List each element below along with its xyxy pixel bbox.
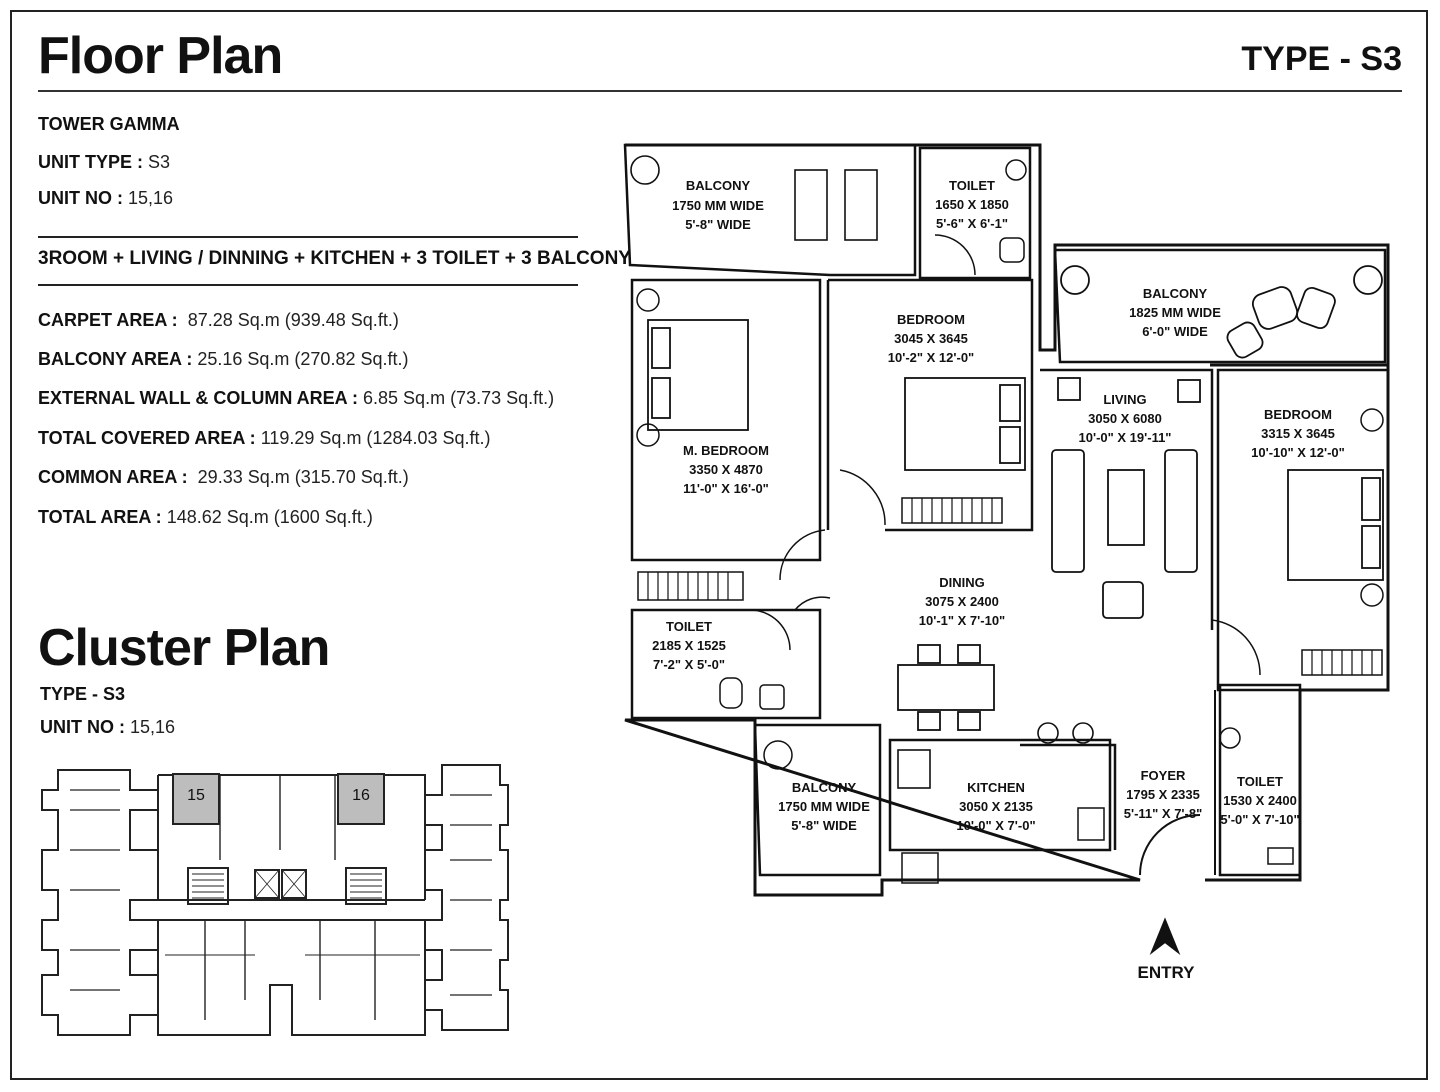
cluster-unit-16 xyxy=(337,773,385,825)
balcony-bottom-label: BALCONY xyxy=(792,780,857,795)
living-furniture xyxy=(1051,377,1201,619)
unit-type-heading: TYPE - S3 xyxy=(1241,40,1402,78)
header-divider xyxy=(38,90,1402,92)
entry-label: ENTRY xyxy=(1138,963,1196,982)
living-size: 3050 X 6080 xyxy=(1088,411,1162,426)
dining-label: DINING xyxy=(939,575,985,590)
bedroom-right-label: BEDROOM xyxy=(1264,407,1332,422)
cluster-unit-15 xyxy=(172,773,220,825)
unit-no-line: UNIT NO : 15,16 xyxy=(38,188,174,208)
balcony-bottom-size: 1750 MM WIDE xyxy=(778,799,870,814)
right-bed xyxy=(1287,469,1384,581)
balcony-right-size: 1825 MM WIDE xyxy=(1129,305,1221,320)
balcony-top-size: 1750 MM WIDE xyxy=(672,198,764,213)
toilet-top-size: 1650 X 1850 xyxy=(935,197,1009,212)
kitchen-label: KITCHEN xyxy=(967,780,1025,795)
master-bed xyxy=(647,319,749,431)
toilet-top-label: TOILET xyxy=(949,178,995,193)
dining-table xyxy=(897,644,995,731)
foyer-door xyxy=(1139,690,1216,876)
cluster-plan-drawing: 15 16 xyxy=(41,764,509,1036)
bedroom-center-label: BEDROOM xyxy=(897,312,965,327)
cluster-type: TYPE - S3 xyxy=(40,684,126,704)
foyer-size: 1795 X 2335 xyxy=(1126,787,1200,802)
cluster-unit-15-label: 15 xyxy=(187,787,205,804)
config-divider-top xyxy=(38,236,578,238)
floor-plan-drawing: BALCONY 1750 MM WIDE 5'-8" WIDE TOILET 1… xyxy=(623,143,1390,982)
foyer-size-ft: 5'-11" X 7'-8" xyxy=(1124,806,1203,821)
balcony-right-label: BALCONY xyxy=(1143,286,1208,301)
foyer-label: FOYER xyxy=(1141,768,1186,783)
living-wall xyxy=(1040,368,1214,630)
cluster-title: Cluster Plan xyxy=(38,619,330,677)
tower-name: TOWER GAMMA xyxy=(38,114,180,134)
bedroom-center-wall xyxy=(828,278,1034,532)
entry-arrow-icon xyxy=(1149,917,1181,956)
page-frame xyxy=(10,10,1428,1080)
bedroom-center-size: 3045 X 3645 xyxy=(894,331,968,346)
master-bedroom-label: M. BEDROOM xyxy=(683,443,769,458)
cluster-left-wing xyxy=(41,769,159,1036)
bedroom-center-size-ft: 10'-2" X 12'-0" xyxy=(888,350,974,365)
bedroom-right-wall xyxy=(1216,368,1390,692)
toilet-top-wall xyxy=(918,146,1032,280)
cluster-right-wing xyxy=(424,764,509,1031)
master-bedroom-size-ft: 11'-0" X 16'-0" xyxy=(683,481,769,496)
area-total-covered: TOTAL COVERED AREA : 119.29 Sq.m (1284.0… xyxy=(38,428,491,448)
balcony-bottom-size-ft: 5'-8" WIDE xyxy=(791,818,857,833)
unit-type-line: UNIT TYPE : S3 xyxy=(38,152,171,172)
balcony-top-wall xyxy=(623,143,917,277)
area-carpet: CARPET AREA : 87.28 Sq.m (939.48 Sq.ft.) xyxy=(38,310,399,330)
bedroom-right-size-ft: 10'-10" X 12'-0" xyxy=(1251,445,1345,460)
toilet-left-size-ft: 7'-2" X 5'-0" xyxy=(653,657,725,672)
master-bedroom-size: 3350 X 4870 xyxy=(689,462,763,477)
balcony-top-label: BALCONY xyxy=(686,178,751,193)
master-bedroom-wall xyxy=(630,278,822,562)
toilet-right-size-ft: 5'-0" X 7'-10" xyxy=(1220,812,1299,827)
toilet-right-wall xyxy=(1218,683,1302,877)
area-total: TOTAL AREA : 148.62 Sq.m (1600 Sq.ft.) xyxy=(38,507,373,527)
balcony-top-size-ft: 5'-8" WIDE xyxy=(685,217,751,232)
balcony-right-wall xyxy=(1053,248,1387,364)
balcony-bottom-wall xyxy=(753,723,882,877)
balcony-right-size-ft: 6'-0" WIDE xyxy=(1142,324,1208,339)
page-title: Floor Plan xyxy=(38,27,283,85)
kitchen-size-ft: 10'-0" X 7'-0" xyxy=(956,818,1035,833)
toilet-right-label: TOILET xyxy=(1237,774,1283,789)
center-bed xyxy=(904,377,1026,471)
kitchen-size: 3050 X 2135 xyxy=(959,799,1033,814)
area-balcony: BALCONY AREA : 25.16 Sq.m (270.82 Sq.ft.… xyxy=(38,349,409,369)
cluster-unit-16-label: 16 xyxy=(352,787,370,804)
area-common: COMMON AREA : 29.33 Sq.m (315.70 Sq.ft.) xyxy=(38,467,409,487)
kitchen-wall xyxy=(888,738,1112,852)
balcony-right-chairs xyxy=(1060,265,1383,359)
cluster-unit-no: UNIT NO : 15,16 xyxy=(40,717,176,737)
dining-size: 3075 X 2400 xyxy=(925,594,999,609)
toilet-right-size: 1530 X 2400 xyxy=(1223,793,1297,808)
unit-configuration: 3ROOM + LIVING / DINNING + KITCHEN + 3 T… xyxy=(38,248,631,269)
bedroom-right-size: 3315 X 3645 xyxy=(1261,426,1335,441)
dining-size-ft: 10'-1" X 7'-10" xyxy=(919,613,1005,628)
toilet-top-size-ft: 5'-6" X 6'-1" xyxy=(936,216,1008,231)
toilet-left-label: TOILET xyxy=(666,619,712,634)
area-external-wall: EXTERNAL WALL & COLUMN AREA : 6.85 Sq.m … xyxy=(38,388,555,408)
living-label: LIVING xyxy=(1103,392,1146,407)
config-divider-bottom xyxy=(38,284,578,286)
toilet-left-size: 2185 X 1525 xyxy=(652,638,726,653)
living-size-ft: 10'-0" X 19'-11" xyxy=(1079,430,1172,445)
